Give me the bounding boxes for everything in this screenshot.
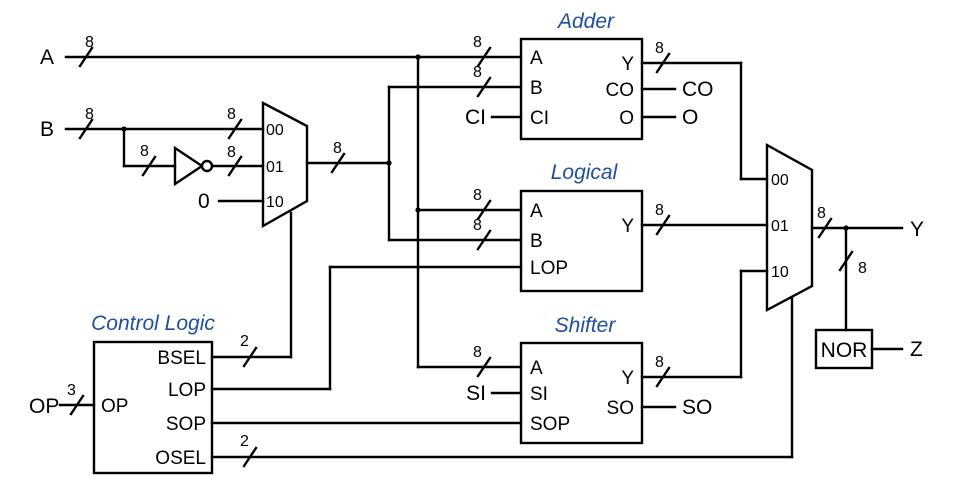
shifter-title: Shifter [555,314,617,337]
width-adder-b: 8 [473,64,482,81]
bus-width-labels: 8 8 8 8 8 8 8 8 8 8 8 8 8 8 8 8 3 2 2 [67,34,867,450]
width-op: 3 [67,382,76,399]
nor-gate-block [814,328,874,370]
width-bsel: 2 [240,333,249,350]
width-osel: 2 [240,433,249,450]
control-port-op: OP [101,396,128,417]
logical-port-y: Y [621,216,634,237]
adder-title: Adder [556,10,615,33]
inverter-bubble [200,159,214,173]
control-logic-block [92,340,214,475]
width-bmux-00: 8 [227,106,236,123]
logical-port-lop: LOP [530,258,568,279]
input-op-label: OP [29,395,59,418]
logical-title: Logical [551,161,619,184]
inverter-gate [173,145,205,187]
omux-in-00: 00 [771,172,789,189]
bmux-in-01: 01 [266,159,284,176]
adder-block [519,37,644,141]
adder-port-a: A [530,48,543,69]
adder-port-o: O [619,108,634,129]
control-port-bsel: BSEL [157,348,206,369]
control-logic-title: Control Logic [91,312,215,335]
wires [58,55,904,459]
adder-port-b: B [530,78,543,99]
omux-in-10: 10 [771,264,789,281]
width-bmux-out: 8 [333,140,342,157]
output-select-mux [765,142,814,312]
shifter-so-ext-label: SO [682,396,712,419]
width-b-to-inverter: 8 [140,143,149,160]
adder-ci-ext-label: CI [465,106,486,129]
nor-label: NOR [821,339,868,362]
bmux-in-00: 00 [266,122,284,139]
bmux-in-10: 10 [266,194,284,211]
adder-port-co: CO [606,80,635,101]
width-shifter-y: 8 [655,354,664,371]
control-port-sop: SOP [166,414,206,435]
width-a-input: 8 [85,34,94,51]
width-adder-a: 8 [473,34,482,51]
shifter-si-ext-label: SI [466,382,486,405]
shifter-port-so: SO [607,398,634,419]
width-nor-in: 8 [858,260,867,277]
shifter-port-si: SI [530,384,548,405]
output-z-label: Z [910,338,923,361]
shifter-port-y: Y [621,368,634,389]
input-b-label: B [40,118,54,141]
adder-port-ci: CI [530,108,549,129]
width-logical-a: 8 [473,187,482,204]
width-omux-out: 8 [817,205,826,222]
width-adder-y: 8 [655,40,664,57]
constant-zero-label: 0 [198,190,210,213]
adder-co-ext-label: CO [682,78,714,101]
width-shifter-a: 8 [473,344,482,361]
adder-port-y: Y [621,54,634,75]
omux-in-01: 01 [771,218,789,235]
width-logical-b: 8 [473,217,482,234]
junction-dots [121,54,849,231]
shifter-port-a: A [530,358,543,379]
bus-slashes [69,46,854,468]
input-a-label: A [40,46,54,69]
control-port-lop: LOP [168,380,206,401]
shifter-block [519,341,644,445]
width-bmux-01: 8 [227,144,236,161]
logical-port-b: B [530,231,543,252]
b-select-mux [261,101,309,229]
width-b-input: 8 [85,106,94,123]
logical-block [519,189,644,293]
logical-port-a: A [530,201,543,222]
width-logical-y: 8 [655,202,664,219]
shifter-port-sop: SOP [530,414,570,435]
output-y-label: Y [910,218,924,241]
control-port-osel: OSEL [155,448,206,469]
adder-o-ext-label: O [682,106,698,129]
